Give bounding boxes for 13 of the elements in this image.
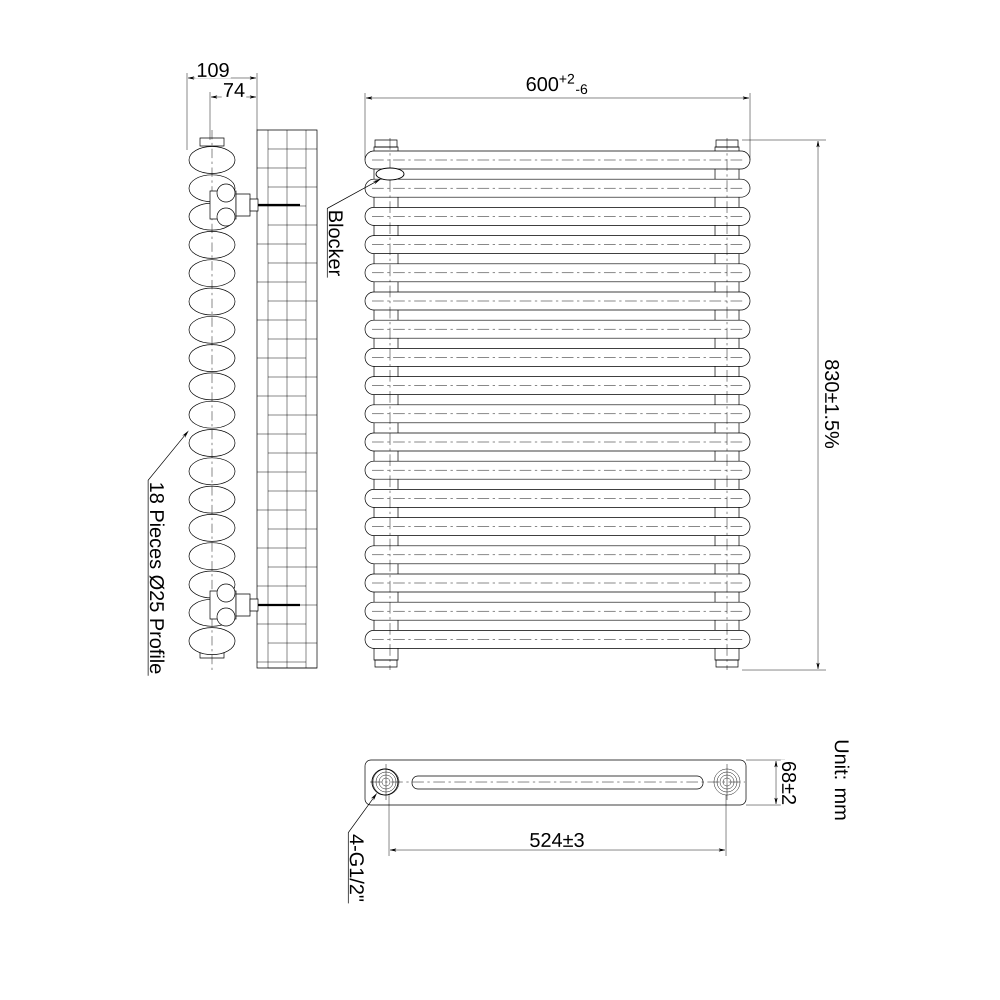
dimension-text: 830±1.5% [824,358,840,450]
dimension-text: Unit: mm [834,738,850,822]
dimension-text: 600$^{+2}$-6 [524,72,590,96]
callout-text: 18 Pieces Ø25 Profile [150,483,164,674]
callout-text: Blocker [328,211,344,276]
dimension-text: 68±2 [780,760,798,806]
dimension-text: 524±3 [528,832,586,848]
dimension-text: 74 [222,82,246,98]
blocker [376,168,404,180]
callout-text: 4-G1/2" [350,834,364,902]
radiator-side-drawing [188,130,300,670]
dimension-text: 109 [195,62,231,78]
inlet-port [372,768,398,796]
